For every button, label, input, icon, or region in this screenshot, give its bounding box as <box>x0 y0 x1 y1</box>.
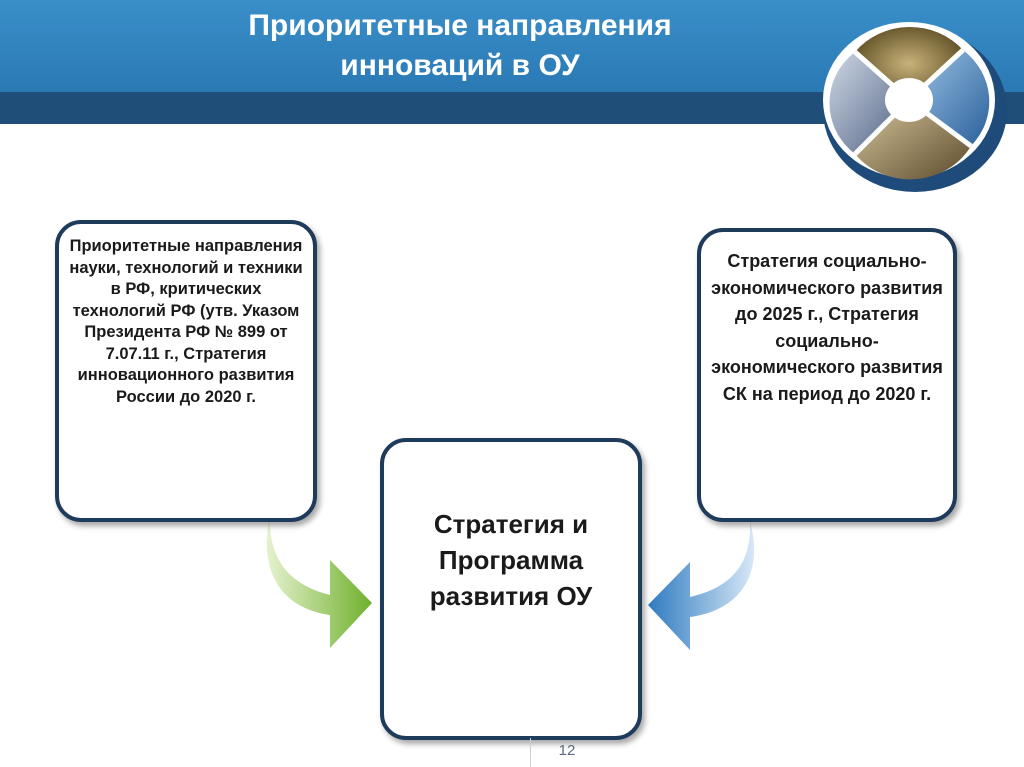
circular-photo-collage-icon <box>823 22 1007 192</box>
footer-divider <box>530 738 531 767</box>
socio-economic-strategy-text: Стратегия социально-экономического разви… <box>711 251 943 404</box>
priority-directions-text: Приоритетные направления науки, технолог… <box>69 237 303 406</box>
curved-arrow-right-icon <box>266 515 372 648</box>
socio-economic-strategy-box: Стратегия социально-экономического разви… <box>697 228 957 522</box>
development-program-text: Стратегия и Программа развития ОУ <box>429 509 593 611</box>
title-line-1: Приоритетные направления <box>248 9 672 42</box>
curved-arrow-left-icon <box>648 522 755 650</box>
development-program-box: Стратегия и Программа развития ОУ <box>380 438 642 740</box>
slide-title: Приоритетные направления инноваций в ОУ <box>120 6 800 86</box>
priority-directions-box: Приоритетные направления науки, технолог… <box>55 220 317 522</box>
title-line-2: инноваций в ОУ <box>340 49 580 82</box>
page-number: 12 <box>558 742 576 759</box>
